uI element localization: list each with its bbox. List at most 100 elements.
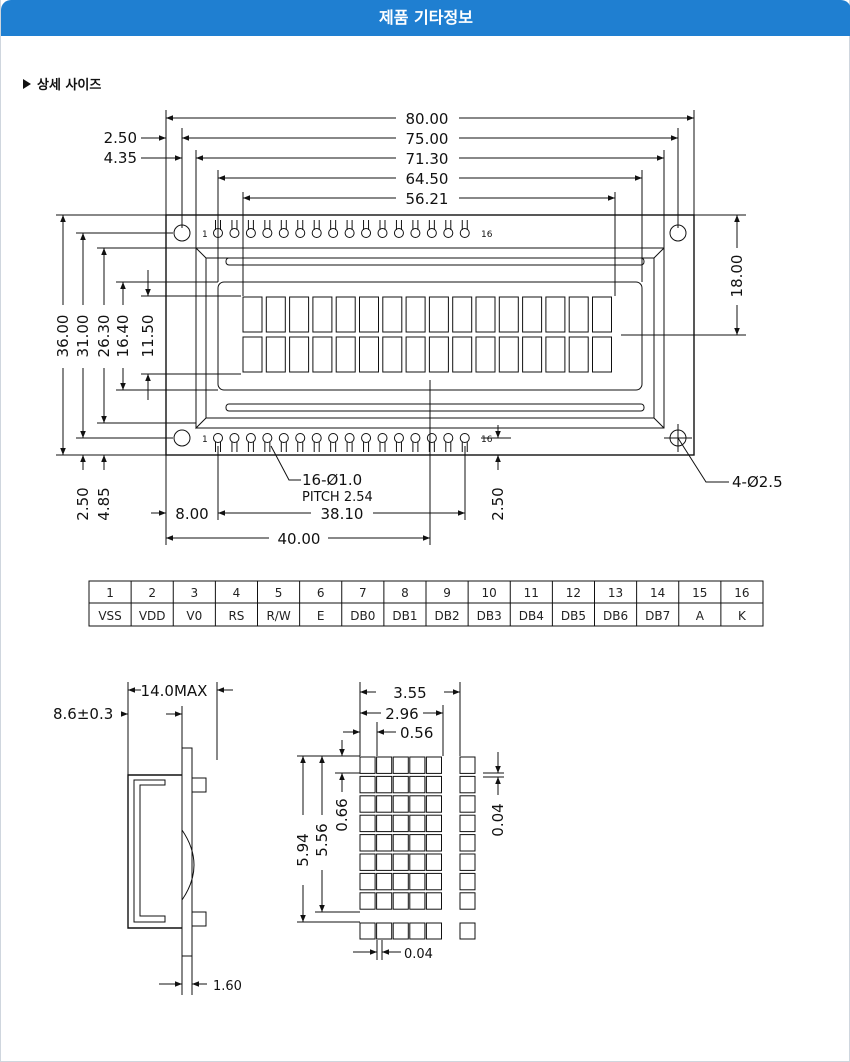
dot-cell-spare (459, 872, 476, 891)
char-cell (359, 296, 379, 333)
pin-bottom (213, 433, 223, 443)
pin-bottom (377, 433, 388, 443)
dot-cell (376, 853, 393, 871)
dot-cell (359, 756, 376, 774)
dot-cell (359, 834, 376, 852)
pin-name: K (738, 609, 747, 623)
char-cell (498, 336, 519, 373)
char-cell (289, 296, 310, 333)
char-cell (452, 336, 473, 373)
pin-bottom (311, 433, 322, 443)
triangle-bullet-icon (23, 79, 31, 89)
pin-top (459, 228, 470, 238)
dot-cell (376, 872, 393, 891)
char-cell (475, 336, 496, 373)
pin-top (262, 228, 273, 238)
pin-bottom (229, 433, 240, 443)
dot-cell (376, 756, 393, 774)
pin-number: 13 (608, 586, 623, 600)
char-cell (428, 336, 449, 373)
pin-label-first-bottom: 1 (202, 435, 208, 445)
mount-hole-spec: 4-Ø2.5 (732, 473, 783, 491)
width-71-30: 71.30 (406, 150, 449, 168)
width-56-21: 56.21 (406, 190, 449, 208)
pin-bottom (295, 433, 306, 443)
char-cell (289, 336, 310, 373)
housing (127, 774, 182, 929)
dot-cell-spare (459, 756, 476, 774)
pin-bottom (393, 433, 404, 443)
dot-cell-spare (459, 892, 476, 910)
char-cell (428, 296, 449, 333)
section-heading: 상세 사이즈 (23, 74, 101, 93)
dot-cell-cursor (425, 922, 442, 940)
height-26-30: 26.30 (95, 315, 113, 358)
dot-cell (425, 872, 442, 891)
dot-cell (425, 892, 442, 910)
char-cell (265, 296, 286, 333)
bottom-38-10: 38.10 (321, 505, 364, 523)
pin-name: DB0 (350, 609, 375, 623)
char-height-0-66: 0.66 (333, 798, 351, 831)
pin-number: 11 (524, 586, 539, 600)
dot-cell (392, 892, 409, 910)
char-cell (522, 296, 543, 333)
dot-cell (409, 872, 426, 891)
pin-number: 10 (482, 586, 497, 600)
dot-cell (376, 892, 393, 910)
char-cell (568, 296, 589, 333)
dot-cell-cursor (459, 922, 476, 940)
dot-cell (425, 775, 442, 794)
char-cell (475, 296, 496, 333)
dot-cell-cursor (359, 922, 376, 940)
dot-cell-spare (459, 795, 476, 813)
dot-cell-spare (459, 853, 476, 871)
height-31: 31.00 (74, 315, 92, 358)
dot-cell (392, 814, 409, 833)
pin-pitch: PITCH 2.54 (302, 490, 373, 505)
char-cell (335, 296, 356, 333)
char-cell (592, 296, 612, 333)
width-80: 80.00 (406, 110, 449, 128)
char-width-3-55: 3.55 (393, 684, 426, 702)
dot-cell (425, 756, 442, 774)
dot-cell (425, 814, 442, 833)
dot-cell (359, 795, 376, 813)
dot-cell (359, 814, 376, 833)
offset-4-35: 4.35 (104, 149, 137, 167)
front-view: 1 16 1 16 80.00 75.00 71.30 (54, 110, 783, 548)
height-18: 18.00 (728, 255, 746, 298)
pin-top (229, 228, 240, 238)
dot-cell (359, 872, 376, 891)
char-detail: 3.55 2.96 0.56 5.94 5.56 0.66 0 (294, 682, 507, 962)
pin-name: A (696, 609, 705, 623)
pin-label-last-top: 16 (481, 230, 493, 240)
pcb-edge (181, 747, 193, 957)
pin-top (393, 228, 404, 238)
char-cell (335, 336, 356, 373)
bulge (181, 829, 195, 901)
pin-number: 3 (190, 586, 198, 600)
dot-cell (359, 775, 376, 794)
pin-spec: 16-Ø1.0 (302, 471, 362, 489)
char-cell (545, 336, 566, 373)
char-cell (312, 296, 333, 333)
pin-bottom (426, 433, 437, 443)
dot-cell-spare (459, 814, 476, 833)
pin-top (344, 228, 355, 238)
bottom-2-50: 2.50 (74, 487, 92, 520)
mount-hole-bl (173, 429, 191, 447)
dot-cell (409, 853, 426, 871)
char-cell (242, 336, 263, 373)
pin-top (295, 228, 306, 238)
header-title: 제품 기타정보 (379, 8, 473, 27)
pin-name: DB3 (477, 609, 502, 623)
char-cell (452, 296, 473, 333)
dot-cell (376, 795, 393, 813)
pin-bottom (410, 433, 421, 443)
header-bar (1, 0, 850, 36)
pin-number: 15 (692, 586, 707, 600)
pin-number: 6 (317, 586, 325, 600)
